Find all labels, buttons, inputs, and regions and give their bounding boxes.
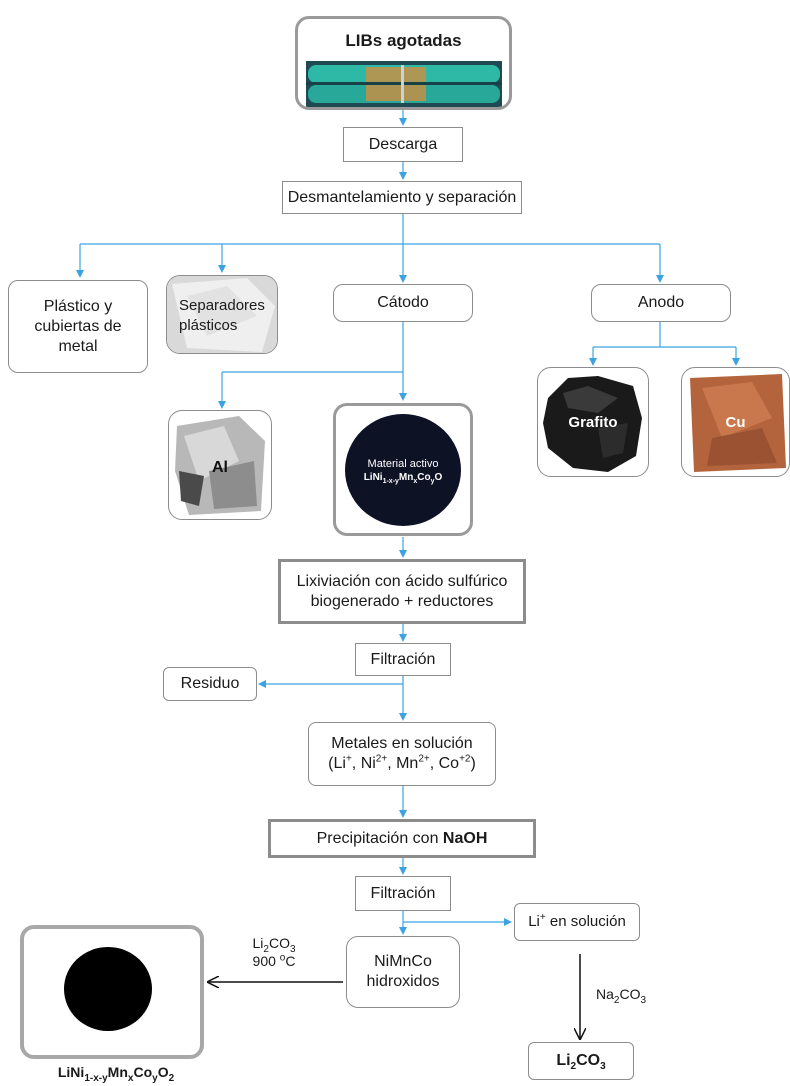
grafito-label: Grafito [568,414,618,431]
aluminum-foil-image [175,416,265,515]
filtracion2-box: Filtración [355,876,451,911]
catodo-box: Cátodo [333,284,473,322]
separadores-frame: Separadores plásticos [166,275,278,354]
lixiviacion-line1: Lixiviación con ácido sulfúrico [296,572,508,590]
cu-frame: Cu [681,367,790,477]
filtracion2-label: Filtración [370,884,436,902]
calcination-label: Li2CO3 900 oC [236,934,312,970]
li2co3-label: Li2CO3 [556,1052,606,1073]
plastico-box: Plástico y cubiertas de metal [8,280,148,373]
descarga-box: Descarga [343,127,463,162]
residuo-box: Residuo [163,667,257,701]
separadores-label: Separadores plásticos [179,297,265,334]
product-frame [20,925,204,1059]
precipitacion-box: Precipitación con NaOH [268,819,536,858]
li2co3-box: Li2CO3 [528,1042,634,1080]
desmantelamiento-box: Desmantelamiento y separación [282,181,522,214]
libs-title: LIBs agotadas [345,31,462,50]
descarga-label: Descarga [368,135,438,153]
li-solucion-box: Li+ en solución [514,903,640,941]
anodo-label: Anodo [637,294,685,311]
grafito-frame: Grafito [537,367,649,477]
graphite-image [543,376,642,472]
battery-pack-image [306,61,502,107]
product-powder-image [64,947,152,1031]
material-activo-label: Material activo [367,458,439,470]
al-label: Al [212,459,228,476]
lixiviacion-line2: biogenerado + reductores [310,592,494,610]
anodo-box: Anodo [591,284,731,322]
hidroxidos-box: NiMnCo hidroxidos [346,936,460,1008]
na2co3-label: Na2CO3 [595,986,647,1006]
filtracion1-label: Filtración [370,650,436,668]
material-activo-frame: Material activo LiNi1-x-yMnxCoyO [333,403,473,536]
metales-ions: (Li+, Ni2+, Mn2+, Co+2) [328,753,476,772]
libs-photo-frame: LIBs agotadas [295,16,512,110]
active-material-image [345,414,461,526]
plastic-sheet-image [167,276,277,353]
metales-line1: Metales en solución [331,735,473,752]
product-formula: LiNi1-x-yMnxCoyO2 [57,1064,175,1084]
metales-box: Metales en solución (Li+, Ni2+, Mn2+, Co… [308,722,496,786]
calcination-temperature: 900 oC [252,952,296,970]
material-activo-formula: LiNi1-x-yMnxCoyO [363,472,443,485]
cu-label: Cu [725,414,746,431]
plastico-label: Plástico y cubiertas de metal [34,297,122,355]
catodo-label: Cátodo [377,294,429,311]
residuo-label: Residuo [180,675,240,692]
calcination-reagent: Li2CO3 [252,935,296,955]
li-solucion-label: Li+ en solución [528,911,626,930]
hidroxidos-line1: NiMnCo [374,953,432,970]
filtracion1-box: Filtración [355,643,451,676]
desmantelamiento-label: Desmantelamiento y separación [287,188,517,206]
al-frame: Al [168,410,272,520]
lixiviacion-box: Lixiviación con ácido sulfúrico biogener… [278,559,526,624]
hidroxidos-line2: hidroxidos [366,973,440,990]
copper-foil-image [690,374,786,472]
precipitacion-label: Precipitación con NaOH [316,829,488,847]
